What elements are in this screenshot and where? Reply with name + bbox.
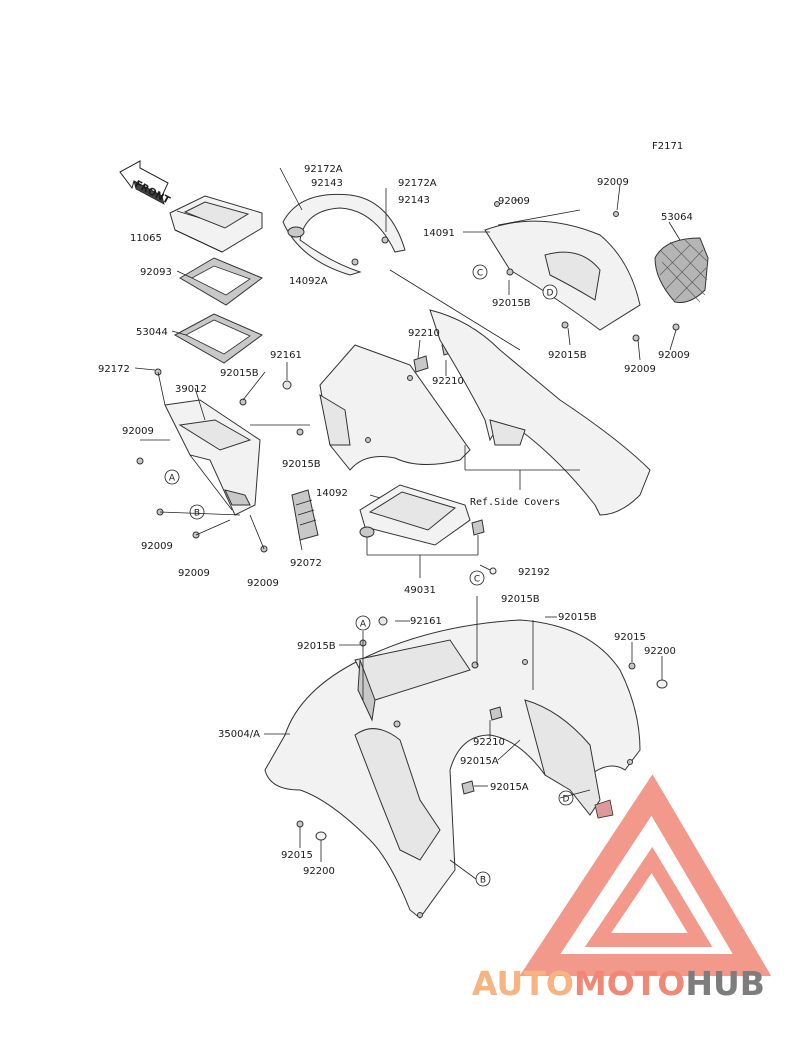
label-92161-a: 92161 <box>270 350 302 361</box>
label-92192: 92192 <box>518 567 550 578</box>
watermark-moto: MOTO <box>574 964 685 1003</box>
fastener <box>296 428 304 436</box>
label-92172: 92172 <box>98 364 130 375</box>
label-92015B-e: 92015B <box>501 594 540 605</box>
label-92210-b: 92210 <box>432 376 464 387</box>
part-14092-lid <box>359 484 485 546</box>
label-92009-h: 92009 <box>658 350 690 361</box>
label-92009-c: 92009 <box>178 568 210 579</box>
part-92192-washer <box>489 567 497 575</box>
label-39012: 39012 <box>175 384 207 395</box>
label-53044: 53044 <box>136 327 168 338</box>
callout-c-upper: C <box>472 264 488 280</box>
fastener <box>239 398 247 406</box>
watermark-hub: HUB <box>685 964 765 1003</box>
svg-text:A: A <box>360 620 367 630</box>
part-11065-cover <box>169 195 263 253</box>
part-14091-fender <box>429 201 651 516</box>
label-92015B-f: 92015B <box>558 612 597 623</box>
label-92009-f: 92009 <box>597 177 629 188</box>
watermark-auto: AUTO <box>472 964 574 1003</box>
part-14092A-cover <box>282 193 406 276</box>
label-92015B-b: 92015B <box>282 459 321 470</box>
callout-b-lower: B <box>475 871 491 887</box>
label-92072: 92072 <box>290 558 322 569</box>
label-92015A-b: 92015A <box>490 782 529 793</box>
label-92143-a: 92143 <box>311 178 343 189</box>
label-35004A: 35004/A <box>218 729 260 740</box>
label-92015B-d: 92015B <box>548 350 587 361</box>
label-92009-g: 92009 <box>624 364 656 375</box>
label-92015B-a: 92015B <box>220 368 259 379</box>
label-92200-b: 92200 <box>303 866 335 877</box>
part-92210-clip <box>413 355 429 373</box>
label-92210-c: 92210 <box>473 737 505 748</box>
callout-d-lower: D <box>558 790 574 806</box>
callout-d-upper: D <box>542 284 558 300</box>
callout-b-upper: B <box>189 504 205 520</box>
watermark-logo-icon <box>519 774 772 976</box>
label-92015B-g: 92015B <box>297 641 336 652</box>
fastener <box>632 334 640 342</box>
label-92161-b: 92161 <box>410 616 442 627</box>
label-92210-a: 92210 <box>408 328 440 339</box>
label-92009-e: 92009 <box>498 196 530 207</box>
part-92161-grommet <box>378 616 388 626</box>
watermark-text: AUTOMOTOHUB <box>472 964 765 1003</box>
label-92009-a: 92009 <box>122 426 154 437</box>
fastener <box>296 820 304 828</box>
svg-text:B: B <box>480 876 486 886</box>
label-53064: 53064 <box>661 212 693 223</box>
part-92200-washer <box>315 831 327 841</box>
label-92172A-a: 92172A <box>304 164 343 175</box>
leader-line <box>279 167 303 211</box>
front-arrow-icon: FRONT <box>119 160 172 207</box>
label-14092: 14092 <box>316 488 348 499</box>
label-92015B-c: 92015B <box>492 298 531 309</box>
label-92200: 92200 <box>644 646 676 657</box>
label-92009-d: 92009 <box>247 578 279 589</box>
svg-text:C: C <box>474 575 480 585</box>
part-35004A-rear-fender <box>264 619 641 919</box>
svg-text:D: D <box>547 289 554 299</box>
part-92161-grommet <box>282 380 292 390</box>
callout-a-upper: A <box>164 469 180 485</box>
fastener <box>672 323 680 331</box>
label-49031: 49031 <box>404 585 436 596</box>
fastener <box>628 662 636 670</box>
part-92072-mat <box>291 489 319 541</box>
leader-lines <box>134 184 681 880</box>
figure-code: F2171 <box>652 141 683 152</box>
part-92200-washer <box>656 679 668 689</box>
label-14092A: 14092A <box>289 276 328 287</box>
part-39012-storage-box <box>164 399 261 516</box>
part-92015A-clip <box>461 780 475 795</box>
svg-text:AUTOMOTOHUB: AUTOMOTOHUB <box>472 964 765 1003</box>
ref-side-covers: Ref.Side Covers <box>470 497 560 508</box>
label-92015-b: 92015 <box>281 850 313 861</box>
callout-a-lower: A <box>355 615 371 631</box>
part-side-cover-left <box>319 344 471 471</box>
label-92015A-a: 92015A <box>460 756 499 767</box>
label-92172A-b: 92172A <box>398 178 437 189</box>
label-11065: 11065 <box>130 233 162 244</box>
part-92093-gasket <box>179 257 263 306</box>
part-53044-seal <box>173 313 263 364</box>
label-92143-b: 92143 <box>398 195 430 206</box>
callout-c-lower: C <box>469 570 485 586</box>
fastener <box>136 457 144 465</box>
part-92210-clip <box>489 706 503 721</box>
svg-text:D: D <box>563 795 570 805</box>
label-92015: 92015 <box>614 632 646 643</box>
label-92093: 92093 <box>140 267 172 278</box>
label-14091: 14091 <box>423 228 455 239</box>
svg-text:A: A <box>169 474 176 484</box>
svg-text:C: C <box>477 269 483 279</box>
part-53064-grille <box>654 237 709 303</box>
label-92009-b: 92009 <box>141 541 173 552</box>
